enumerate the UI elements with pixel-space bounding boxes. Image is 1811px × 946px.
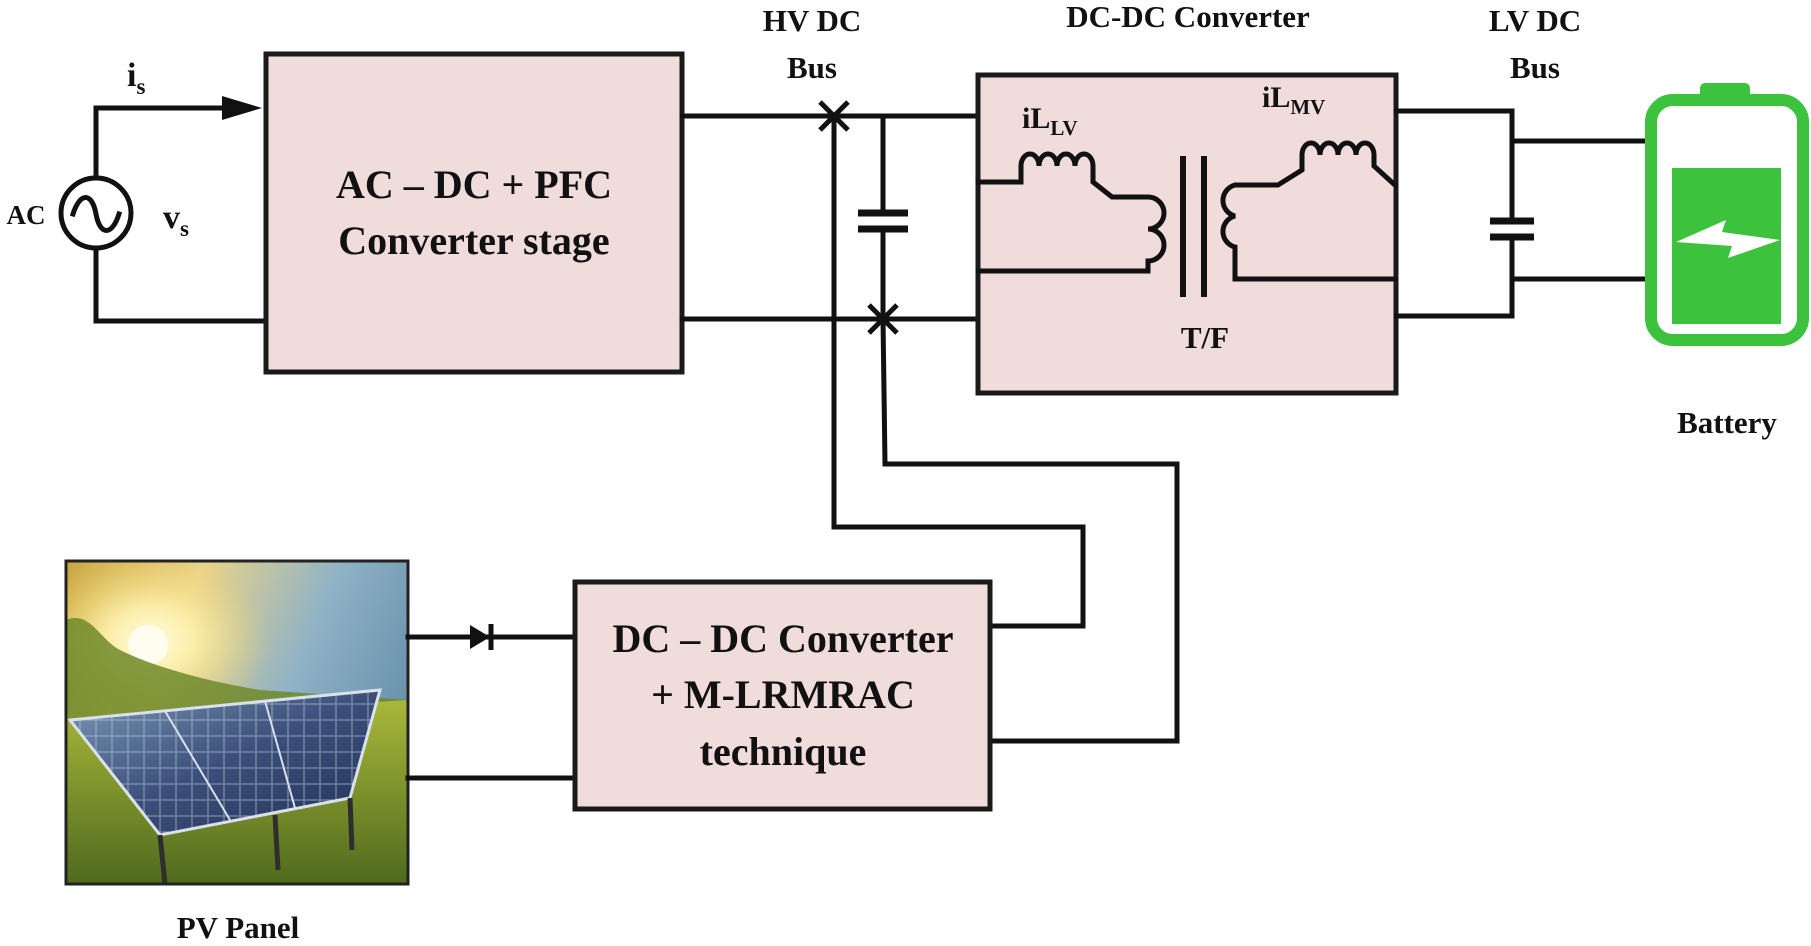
hv-bus-label-line1: HV DC [763,3,861,38]
current-arrow-icon [222,96,262,120]
dcdc-converter-block [975,72,1399,396]
primary-winding-icon [975,194,1167,274]
hv-capacitor-icon [858,209,908,233]
mppt-block-label-line2: + M-LRMRAC [651,672,915,717]
solar-panel-photo [66,561,408,884]
acdc-pfc-block [263,51,685,375]
inductor-lv-sub: LV [1050,116,1077,140]
battery-charging-icon [1645,83,1809,346]
diode-icon [470,624,494,650]
battery-label: Battery [1677,405,1777,440]
lv-bus-negative [1393,276,1649,319]
ac-label: AC [7,200,46,230]
source-current-main: i [127,57,136,94]
source-voltage-label: vs [163,199,189,241]
source-current-label: is [127,57,145,99]
transformer-label: T/F [1181,320,1229,355]
hv-bus-label-line2: Bus [787,50,837,85]
inductor-mv-main: iL [1262,81,1290,114]
pv-negative-link-wire [880,316,1180,744]
ac-top-wire [93,105,225,181]
pv-panel-label: PV Panel [177,910,300,945]
acdc-block-label-line2: Converter stage [338,218,609,263]
mppt-block-label-line3: technique [700,729,867,774]
inductor-lv-label: iLLV [1022,102,1078,140]
inductor-mv-label: iLMV [1262,81,1325,119]
ac-bottom-wire [93,245,268,324]
lv-bus-label-line1: LV DC [1489,3,1581,38]
mppt-converter-block [572,579,993,812]
sine-wave-icon [69,195,123,233]
dcdc-converter-label: DC-DC Converter [1066,0,1310,34]
pv-photo-frame [64,559,410,886]
lv-bus-positive [1393,108,1649,144]
source-voltage-main: v [163,199,180,236]
inductor-lv-main: iL [1022,102,1050,135]
source-current-sub: s [136,74,145,99]
secondary-inductor-icon [1232,140,1399,189]
primary-inductor-icon [1018,151,1151,200]
secondary-winding-icon [1220,182,1399,282]
lv-capacitor-icon [1490,217,1534,241]
acdc-block-label-line1: AC – DC + PFC [336,162,612,207]
pv-positive-link-wire [831,113,1086,629]
source-voltage-sub: s [180,216,189,241]
lightning-bolt-icon [1676,220,1780,258]
inductor-mv-sub: MV [1290,95,1325,119]
lv-bus-label-line2: Bus [1510,50,1560,85]
mppt-block-label-line1: DC – DC Converter [612,616,953,661]
ac-source [58,175,134,251]
